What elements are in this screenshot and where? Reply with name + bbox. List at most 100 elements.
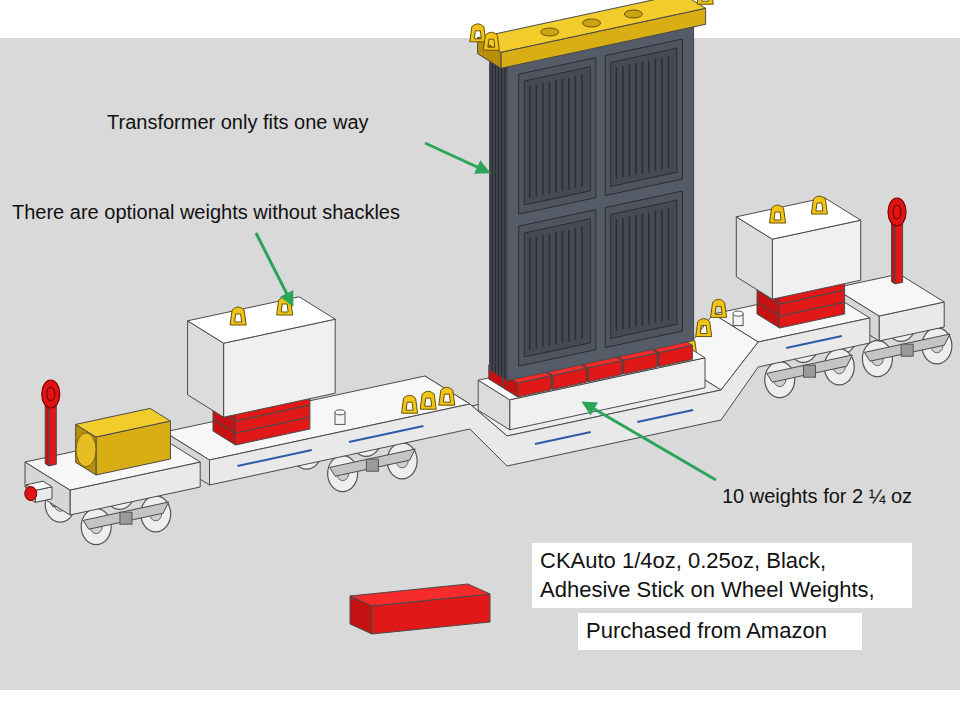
brake-wheel-hub [893, 205, 901, 219]
shackle [711, 299, 727, 317]
transformer-panel-inset [611, 200, 677, 338]
cooling-fin [575, 228, 577, 340]
shackle [770, 205, 786, 223]
tie-post-top [335, 410, 345, 415]
brake-post-side [892, 220, 896, 284]
lifting-frame-top [478, 0, 706, 52]
transformer-plate [501, 61, 502, 377]
transformer-panel [519, 58, 596, 215]
cooling-fin [648, 212, 650, 324]
cooling-fin [581, 227, 583, 339]
transformer-plate [495, 57, 496, 373]
side-stripe [535, 432, 591, 444]
air-tank-end [76, 433, 96, 467]
transformer-plate [504, 63, 505, 379]
cooling-fin [549, 82, 551, 194]
cooling-fin [616, 67, 618, 179]
brake-post-front [895, 220, 903, 284]
ballast-block-top [188, 297, 336, 343]
cooling-fin [661, 57, 663, 169]
brake-post-side [45, 402, 49, 466]
cooling-fin [562, 231, 564, 343]
truck-spring [901, 344, 913, 356]
cooling-fin [648, 60, 650, 172]
shackle [420, 391, 436, 409]
cooling-fin [575, 76, 577, 188]
cooling-fin [536, 236, 538, 348]
cooling-fin [555, 232, 557, 344]
cooling-fin [616, 219, 618, 331]
shackle [470, 24, 486, 42]
cooling-fin [529, 238, 531, 350]
shackle [230, 307, 246, 325]
transformer-panel-inset [524, 219, 590, 357]
cooling-fin [568, 229, 570, 341]
cooling-fin [668, 56, 670, 168]
shackle [811, 196, 827, 214]
callout-arrows [256, 143, 716, 480]
cooling-fin [622, 66, 624, 178]
shackle [696, 319, 712, 337]
callout-text: Transformer only fits one way [107, 110, 369, 134]
cooling-fin [555, 80, 557, 192]
note-text: CKAuto 1/4oz, 0.25oz, Black, Adhesive St… [540, 547, 904, 604]
shackle [483, 32, 499, 50]
transformer-plate [492, 55, 493, 371]
side-stripe [786, 336, 842, 348]
brake-wheel-hub [47, 387, 55, 401]
cooling-fin [668, 208, 670, 320]
lifting-hole [541, 28, 559, 36]
cooling-fin [622, 218, 624, 330]
callout-arrow [256, 233, 292, 304]
shackle [439, 387, 455, 405]
note-text: Purchased from Amazon [586, 617, 854, 646]
cooling-fin [542, 235, 544, 347]
scene-background [0, 38, 960, 690]
transformer-panel-inset [524, 67, 590, 205]
air-tank-top [76, 408, 171, 437]
cooling-fin [568, 77, 570, 189]
transformer-panel [605, 39, 682, 196]
transformer-panel [519, 210, 596, 367]
ballast-block-top [736, 198, 860, 239]
side-stripe [349, 426, 423, 442]
cooling-fin [655, 59, 657, 171]
transformer-panel-inset [611, 48, 677, 186]
brake-wheel [888, 198, 906, 226]
callout-arrow [425, 143, 488, 172]
cooling-fin [542, 83, 544, 195]
cooling-fin [562, 79, 564, 191]
cooling-fin [655, 211, 657, 323]
callout-text: There are optional weights without shack… [12, 200, 400, 224]
flatcar-model [25, 0, 952, 634]
truck-spring [120, 512, 132, 524]
transformer-plate [498, 59, 499, 375]
lifting-hole [583, 19, 601, 27]
cooling-fin [635, 63, 637, 175]
cooling-fin [529, 86, 531, 198]
side-stripe [237, 450, 311, 466]
note-box: CKAuto 1/4oz, 0.25oz, Black, Adhesive St… [532, 543, 912, 608]
tie-post-top [733, 311, 743, 316]
transformer-body-side [490, 53, 508, 380]
note-box: Purchased from Amazon [578, 613, 862, 650]
loose-weight-top [350, 584, 490, 606]
cooling-fin [642, 62, 644, 174]
truck-spring [804, 365, 816, 377]
truck-spring [366, 459, 378, 471]
side-stripe [637, 410, 693, 422]
callout-text: 10 weights for 2 ¼ oz [722, 484, 912, 508]
coupler-face [25, 487, 37, 501]
cooling-fin [536, 84, 538, 196]
lifting-hole [624, 10, 642, 18]
cooling-fin [549, 234, 551, 346]
callout-arrow [584, 403, 716, 480]
cooling-fin [661, 209, 663, 321]
cooling-fin [642, 214, 644, 326]
transformer-panel [605, 191, 682, 348]
